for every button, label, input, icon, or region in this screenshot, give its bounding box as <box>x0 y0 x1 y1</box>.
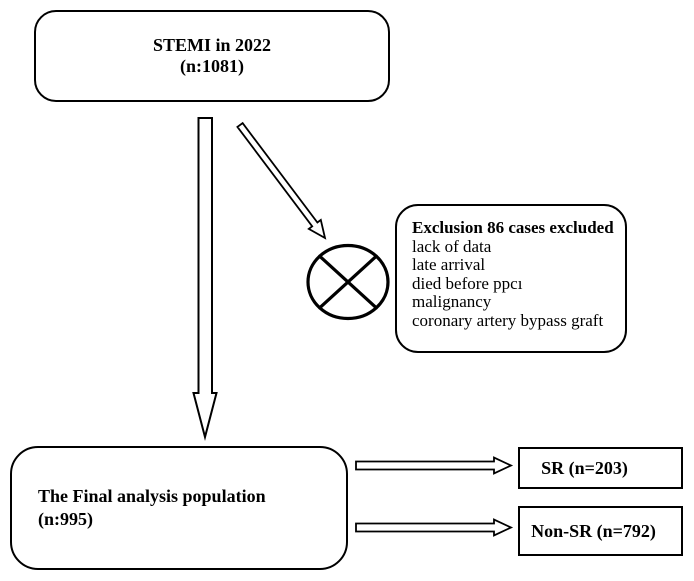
nonsr-box: Non-SR (n=792) <box>518 506 683 556</box>
final-box-title: The Final analysis population <box>38 486 266 506</box>
exclusion-item: died before ppcı <box>412 273 523 293</box>
exclusion-arrow-icon <box>236 121 327 240</box>
down-arrow-icon <box>192 117 218 441</box>
stemi-box-title: STEMI in 2022 <box>152 35 272 55</box>
sr-box: SR (n=203) <box>518 447 683 489</box>
nonsr-box-label: Non-SR (n=792) <box>531 520 656 541</box>
stemi-2022-box: STEMI in 2022 (n:1081) <box>34 10 390 102</box>
exclusion-circle-x-icon <box>306 243 390 321</box>
stemi-box-count: (n:1081) <box>180 56 244 76</box>
exclusion-item: malignancy <box>412 292 492 312</box>
exclusion-item: lack of data <box>412 236 492 256</box>
final-population-box: The Final analysis population (n:995) <box>10 446 348 570</box>
exclusion-item: late arrival <box>412 255 486 275</box>
exclusion-box: Exclusion 86 cases excluded lack of data… <box>395 204 627 353</box>
final-box-count: (n:995) <box>38 509 93 529</box>
exclusion-box-title: Exclusion 86 cases excluded <box>412 218 614 237</box>
sr-arrow-icon <box>355 456 514 475</box>
exclusion-item: coronary artery bypass graft <box>412 310 604 330</box>
sr-box-label: SR (n=203) <box>541 457 628 478</box>
nonsr-arrow-icon <box>355 518 514 537</box>
